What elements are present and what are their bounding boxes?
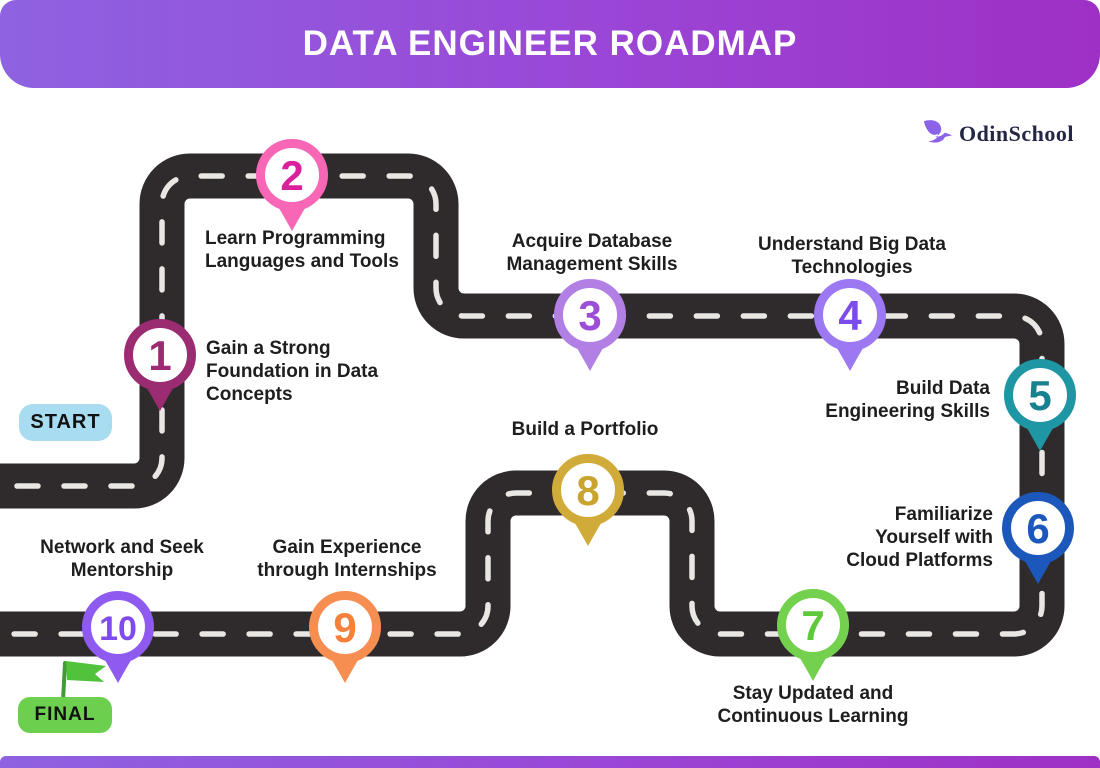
footer-bar bbox=[0, 756, 1100, 768]
step-1-label: Gain a Strong Foundation in Data Concept… bbox=[206, 338, 379, 405]
roadmap-pin-1: 1 bbox=[124, 319, 196, 411]
step-3-label: Acquire Database Management Skills bbox=[506, 231, 678, 275]
pin-number: 9 bbox=[333, 604, 356, 651]
roadmap-pin-10: 10 bbox=[82, 591, 154, 683]
final-badge: FINAL bbox=[18, 697, 112, 733]
pin-circle bbox=[814, 279, 886, 351]
pin-number: 4 bbox=[838, 292, 862, 339]
pin-number: 2 bbox=[280, 152, 303, 199]
step-10-label: Network and Seek Mentorship bbox=[40, 537, 204, 581]
road-center-dashes bbox=[0, 173, 1045, 637]
roadmap-pin-9: 9 bbox=[309, 591, 381, 683]
pin-circle bbox=[1002, 492, 1074, 564]
pin-circle bbox=[124, 319, 196, 391]
pin-circle bbox=[309, 591, 381, 663]
odinschool-logo-text: OdinSchool bbox=[958, 121, 1074, 146]
roadmap-pin-2: 2 bbox=[256, 139, 328, 231]
final-flag-icon bbox=[61, 661, 106, 703]
header-banner: DATA ENGINEER ROADMAP bbox=[0, 0, 1100, 88]
roadmap-pin-4: 4 bbox=[814, 279, 886, 371]
start-badge: START bbox=[19, 404, 112, 441]
page-title: DATA ENGINEER ROADMAP bbox=[302, 24, 798, 63]
pin-circle bbox=[552, 454, 624, 526]
pin-number: 10 bbox=[99, 610, 137, 648]
start-badge-label: START bbox=[30, 411, 101, 433]
pin-circle bbox=[82, 591, 154, 663]
roadmap-pin-8: 8 bbox=[552, 454, 624, 546]
step-7-label: Stay Updated and Continuous Learning bbox=[717, 683, 909, 727]
pin-circle bbox=[777, 589, 849, 661]
pin-number: 7 bbox=[801, 602, 824, 649]
odinschool-bird-icon bbox=[923, 120, 953, 143]
roadmap-pin-5: 5 bbox=[1004, 359, 1076, 451]
pin-number: 1 bbox=[148, 332, 171, 379]
step-9-label: Gain Experience through Internships bbox=[257, 537, 437, 581]
step-2-label: Learn Programming Languages and Tools bbox=[205, 228, 399, 272]
pin-number: 3 bbox=[578, 292, 601, 339]
final-badge-label: FINAL bbox=[34, 704, 96, 725]
pin-number: 8 bbox=[576, 467, 599, 514]
pin-circle bbox=[256, 139, 328, 211]
roadmap-pin-3: 3 bbox=[554, 279, 626, 371]
step-6-label: Familiarize Yourself with Cloud Platform… bbox=[846, 504, 993, 571]
roadmap-pin-6: 6 bbox=[1002, 492, 1074, 584]
step-5-label: Build Data Engineering Skills bbox=[825, 378, 990, 422]
step-4-label: Understand Big Data Technologies bbox=[758, 234, 946, 278]
pin-number: 5 bbox=[1028, 372, 1051, 419]
odinschool-logo: OdinSchool bbox=[921, 116, 1074, 152]
pin-circle bbox=[1004, 359, 1076, 431]
step-8-label: Build a Portfolio bbox=[511, 419, 659, 440]
roadmap-pin-7: 7 bbox=[777, 589, 849, 681]
pin-number: 6 bbox=[1026, 505, 1049, 552]
pin-circle bbox=[554, 279, 626, 351]
